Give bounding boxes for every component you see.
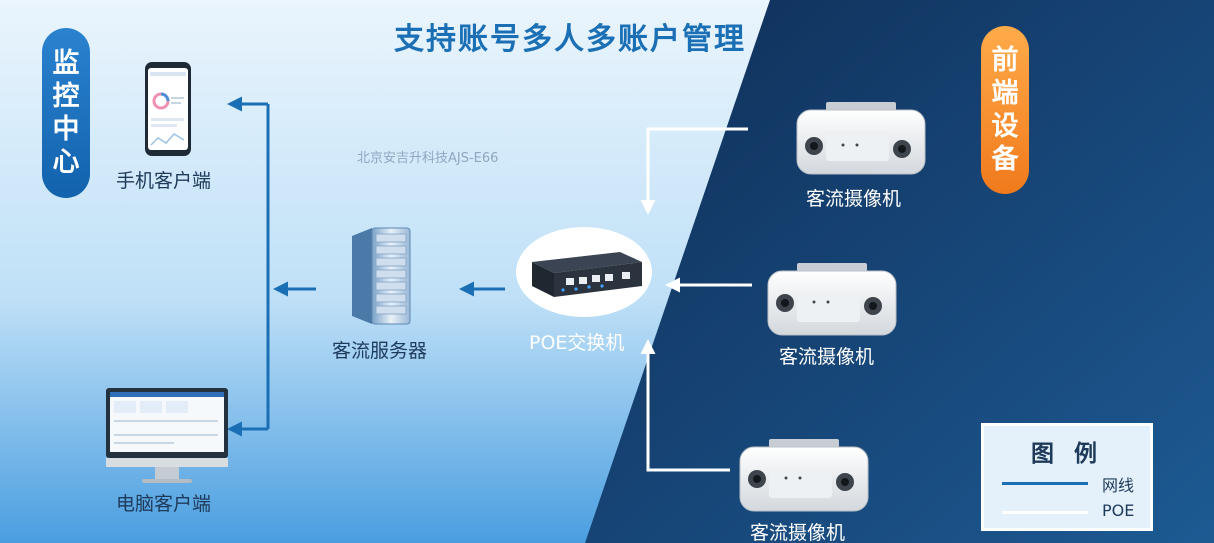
badge-char: 监 <box>52 48 80 79</box>
frontend-devices-badge: 前 端 设 备 <box>981 26 1029 194</box>
badge-char: 设 <box>991 111 1019 142</box>
people-counting-camera-1 <box>796 102 926 175</box>
diagram-title: 支持账号多人多账户管理 <box>394 22 746 57</box>
legend-label-poe: POE <box>1102 501 1135 520</box>
badge-char: 备 <box>991 144 1019 175</box>
camera-2-label: 客流摄像机 <box>779 346 875 368</box>
camera-1-label: 客流摄像机 <box>806 188 902 210</box>
people-counting-camera-3 <box>739 439 869 512</box>
legend-label-network-cable: 网线 <box>1102 476 1135 495</box>
poe-switch-label: POE交换机 <box>529 332 625 354</box>
camera-3-label: 客流摄像机 <box>750 522 846 543</box>
phone-client-label: 手机客户端 <box>116 170 212 192</box>
legend-swatch-poe <box>1002 511 1088 514</box>
network-lines <box>227 96 505 437</box>
badge-char: 控 <box>52 81 80 112</box>
smartphone-device <box>145 62 191 156</box>
background-right-panel <box>585 0 1214 543</box>
badge-char: 心 <box>52 147 80 178</box>
legend-swatch-network-cable <box>1002 482 1088 485</box>
server-tower-device <box>352 227 411 325</box>
badge-char: 端 <box>991 78 1019 109</box>
badge-char: 前 <box>991 45 1019 76</box>
poe-lines <box>640 127 752 472</box>
poe-line-camera-3 <box>640 339 730 472</box>
watermark-text: 北京安吉升科技AJS-E66 <box>357 151 499 166</box>
server-label: 客流服务器 <box>332 340 428 362</box>
monitoring-center-badge: 监 控 中 心 <box>42 28 90 198</box>
people-counting-camera-2 <box>767 263 897 336</box>
badge-char: 中 <box>52 114 80 145</box>
pc-client-label: 电脑客户端 <box>116 493 212 515</box>
desktop-monitor-device <box>106 388 228 483</box>
poe-line-camera-1 <box>640 127 748 215</box>
legend-title: 图 例 <box>1030 441 1103 467</box>
legend-box: 图 例 网线 POE <box>981 423 1153 531</box>
poe-switch-device <box>516 227 652 317</box>
